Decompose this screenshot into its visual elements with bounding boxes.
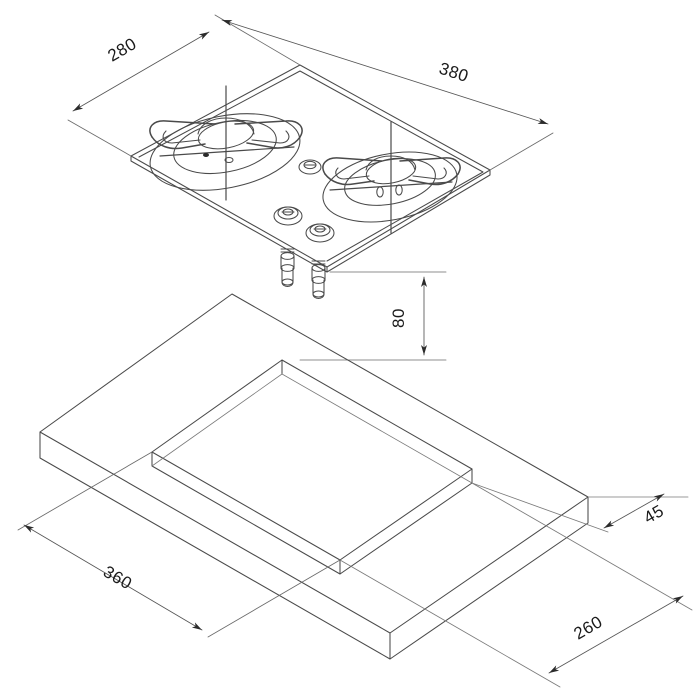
countertop-assembly [39,293,589,660]
gas-inlet-left [280,248,295,288]
hob-depth-dimension: 280 [105,34,140,65]
gas-inlet-right [311,260,326,300]
hob-width-dimension: 380 [437,59,471,86]
ignitor-button [298,159,322,175]
hob-assembly [130,64,491,300]
gap-dimension-lines [299,271,447,361]
left-burner [149,85,303,201]
cutout-width-dimension: 260 [571,612,606,643]
gap-height-dimension: 80 [389,308,408,328]
right-burner [322,121,461,234]
hob-dimension-lines [67,14,554,171]
knob-right[interactable] [305,223,335,243]
knob-left[interactable] [273,206,303,226]
counter-dimension-lines [17,451,693,688]
cutout-length-dimension: 360 [100,562,135,593]
